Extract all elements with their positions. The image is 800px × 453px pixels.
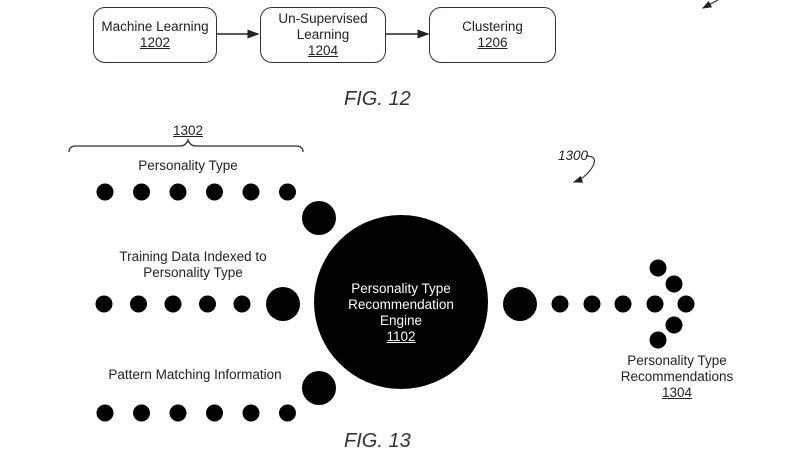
arrowhead-dot	[649, 331, 667, 349]
input-merge-dot	[302, 201, 336, 235]
input-label-personality-type: Personality Type	[138, 158, 238, 173]
engine-line1: Personality Type	[351, 281, 451, 296]
ref-1300-leader	[572, 155, 596, 183]
output-dot	[583, 295, 601, 313]
output-dot	[646, 295, 664, 313]
input-dot	[242, 404, 260, 422]
fig13-caption: FIG. 13	[344, 430, 411, 452]
box-ref: 1202	[139, 35, 171, 50]
brace-1302	[68, 137, 304, 153]
box-title: Clustering	[462, 19, 523, 34]
input-dot	[133, 183, 150, 201]
recommendation-engine-circle	[314, 215, 488, 389]
input-dot	[206, 404, 223, 422]
engine-line3: Engine	[379, 313, 423, 328]
output-dot	[551, 295, 569, 313]
output-line1: Personality Type	[627, 353, 727, 368]
input-dot	[133, 404, 150, 422]
box-title: Machine Learning	[101, 19, 209, 34]
machine-learning-box: Machine Learning 1202	[93, 7, 217, 63]
box-ref: 1204	[307, 43, 339, 58]
input-label-training-data: Training Data Indexed to Personality Typ…	[108, 249, 278, 281]
output-ref: 1304	[661, 385, 693, 400]
input-dot	[169, 404, 187, 422]
input-dot	[96, 183, 114, 201]
arrowhead-dot	[665, 275, 683, 293]
input-dot	[242, 183, 260, 201]
arrowhead-dot	[649, 259, 667, 277]
output-dot	[614, 295, 632, 313]
input-dot	[206, 183, 223, 201]
engine-line2: Recommendation	[348, 297, 454, 312]
input-label-pattern-matching: Pattern Matching Information	[108, 367, 282, 382]
fig12-caption: FIG. 12	[344, 88, 411, 110]
unsupervised-learning-box: Un-Supervised Learning 1204	[260, 7, 386, 63]
ref-leader-arrow	[701, 0, 719, 9]
input-merge-dot	[302, 371, 336, 405]
box-title-line1: Un-Supervised	[278, 11, 368, 26]
input-dot	[96, 404, 114, 422]
input-dot	[95, 295, 113, 313]
engine-ref: 1102	[386, 329, 416, 344]
arrowhead-dot	[677, 295, 695, 313]
input-dot	[164, 295, 182, 313]
output-large-dot	[503, 287, 537, 321]
diagram-ref-1300: 1300	[557, 148, 589, 163]
box-title-line2: Learning	[296, 27, 350, 42]
output-line2: Recommendations	[620, 369, 734, 384]
input-dot	[199, 295, 216, 313]
output-label: Personality Type Recommendations 1304	[615, 353, 739, 401]
label-line2: Personality Type	[143, 265, 243, 280]
input-merge-dot	[266, 287, 300, 321]
input-dot	[233, 295, 251, 313]
input-dot	[130, 295, 147, 313]
input-dot	[279, 183, 296, 201]
engine-label: Personality Type Recommendation Engine 1…	[331, 281, 471, 345]
clustering-box: Clustering 1206	[429, 7, 556, 63]
box-ref: 1206	[477, 35, 508, 50]
label-line1: Training Data Indexed to	[119, 249, 267, 264]
arrowhead-dot	[665, 316, 683, 334]
input-dot	[169, 183, 187, 201]
input-group-ref: 1302	[172, 123, 204, 138]
input-dot	[279, 404, 296, 422]
